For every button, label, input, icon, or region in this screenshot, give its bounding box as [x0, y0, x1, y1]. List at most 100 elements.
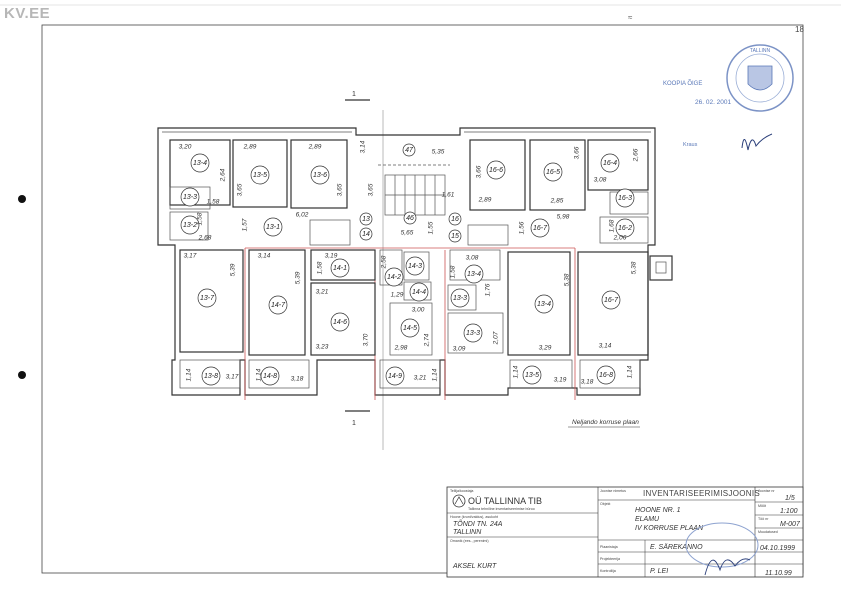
- address-line1: TÕNDI TN. 24A: [453, 519, 503, 528]
- dimension-label: 2,98: [394, 345, 408, 352]
- role-date: 04.10.1999: [760, 545, 795, 552]
- room-label: 16-6: [489, 167, 503, 174]
- dimension-label: 3,19: [325, 253, 338, 260]
- dimension-label: 5,38: [631, 261, 638, 274]
- dimension-label: 3,09: [453, 346, 466, 353]
- notary-name: Kraus: [683, 142, 698, 148]
- dimension-label: 1,56: [519, 221, 526, 234]
- room-tag-circle: [330, 258, 350, 278]
- dimension-label: 1,68: [609, 219, 616, 232]
- room-label: 13-4: [467, 271, 481, 278]
- sheet-border: [41, 24, 804, 574]
- room-label: 15: [451, 233, 459, 240]
- dimension-label: 3,65: [368, 183, 375, 196]
- room-tag-circle: [201, 366, 221, 386]
- dimension-label: 1,14: [513, 365, 520, 378]
- room-labels: 13-4 13-5 13-6 13-3 13-2 13-1 47 46 13 1…: [180, 143, 635, 386]
- room-tag-circle: [522, 365, 542, 385]
- room-label: 13-4: [193, 160, 207, 167]
- room-tag-circle: [180, 187, 200, 207]
- dimension-label: 3,18: [291, 376, 304, 383]
- dimension-labels: 3,20 2,64 2,89 3,65 2,89 3,65 1,58 1,58 …: [179, 140, 640, 385]
- room-label: 14: [362, 231, 370, 238]
- room-tag-circle: [615, 218, 635, 238]
- room-label: 14-1: [333, 265, 347, 272]
- dimension-label: 3,29: [539, 345, 552, 352]
- room-label: 13-4: [537, 301, 551, 308]
- owner-label: Omanik (ees-, perenimi): [450, 539, 489, 543]
- dimension-label: 3,21: [316, 289, 329, 296]
- address-line2: TALLINN: [453, 529, 482, 536]
- room-tag-circle: [359, 227, 373, 241]
- role-name: P. LEI: [650, 568, 668, 575]
- notary-stamp: TALLINN KOOPIA ÕIGE 26. 02. 2001 Kraus: [663, 44, 794, 151]
- dimension-label: 1,14: [186, 368, 193, 381]
- dimension-label: 3,14: [360, 140, 367, 153]
- room-label: 13-5: [525, 372, 539, 379]
- room-label: 14-5: [403, 325, 417, 332]
- section-marker-bottom: 1: [345, 410, 370, 427]
- room-tag-circle: [402, 143, 416, 157]
- room-tag-circle: [409, 282, 429, 302]
- dimension-label: 1,55: [428, 221, 435, 234]
- dimension-label: 2,66: [633, 148, 640, 162]
- object-label: Objekt: [600, 502, 610, 506]
- chimney: [649, 255, 673, 281]
- room-tag-circle: [543, 162, 563, 182]
- room-label: 16-8: [599, 372, 613, 379]
- room-label: 13-6: [313, 172, 327, 179]
- dimension-label: 1,14: [627, 365, 634, 378]
- owner-value: AKSEL KURT: [452, 563, 497, 570]
- dimension-label: 3,18: [581, 379, 594, 386]
- dimension-label: 3,08: [594, 177, 607, 184]
- room-tag-circle: [450, 288, 470, 308]
- room-label: 13-2: [183, 222, 197, 229]
- room-tag-circle: [359, 212, 373, 226]
- site-logo[interactable]: KV.EE: [4, 5, 51, 22]
- room-label: 16-7: [533, 225, 548, 232]
- room-tag-circle: [405, 256, 425, 276]
- room-tag-circle: [448, 229, 462, 243]
- sheet-label: Joonise nr: [758, 489, 775, 493]
- dimension-label: 3,19: [554, 377, 567, 384]
- signature: [704, 558, 751, 576]
- company-logo-icon: [452, 494, 466, 508]
- room-tag-circle: [400, 318, 420, 338]
- dimension-label: 5,98: [557, 214, 570, 221]
- dimension-label: 3,65: [237, 183, 244, 196]
- dimension-label: 1,61: [442, 192, 455, 199]
- room-tag-circle: [596, 365, 616, 385]
- room-label: 16-7: [604, 297, 619, 304]
- dimension-label: 3,66: [574, 146, 581, 159]
- dimension-label: 1,29: [391, 292, 404, 299]
- room-tag-circle: [180, 215, 200, 235]
- room-tag-circle: [385, 366, 405, 386]
- room-label: 47: [405, 147, 414, 154]
- room-label: 13-8: [204, 373, 218, 380]
- dimension-label: 2,89: [243, 144, 257, 151]
- dimension-label: 2,89: [308, 144, 322, 151]
- dimension-label: 1,14: [256, 368, 263, 381]
- room-label: 16-5: [546, 169, 560, 176]
- scale-value: 1:100: [780, 508, 798, 515]
- certification-text: KOOPIA ÕIGE: [663, 80, 702, 87]
- company-label: Tellija/koostaja: [450, 489, 473, 493]
- dimension-label: 2,64: [220, 168, 227, 182]
- dimension-label: 1,58: [207, 199, 220, 206]
- role-label: Projekteerija: [600, 557, 620, 561]
- dimension-label: 1,58: [197, 212, 204, 225]
- room-label: 13-3: [453, 295, 467, 302]
- room-tag-circle: [310, 165, 330, 185]
- dimension-label: 3,08: [466, 255, 479, 262]
- signature: [741, 133, 773, 151]
- coat-of-arms-icon: [747, 65, 773, 91]
- drawing-name-label: Joonise nimetus: [600, 489, 626, 493]
- dimension-label: 3,17: [226, 374, 239, 381]
- dimension-label: 2,06: [613, 235, 627, 242]
- scale-label: Mõõt: [758, 504, 766, 508]
- dimension-label: 3,17: [184, 253, 197, 260]
- room-label: 13: [362, 216, 370, 223]
- dimension-label: 1,58: [317, 261, 324, 274]
- room-label: 14-8: [263, 373, 277, 380]
